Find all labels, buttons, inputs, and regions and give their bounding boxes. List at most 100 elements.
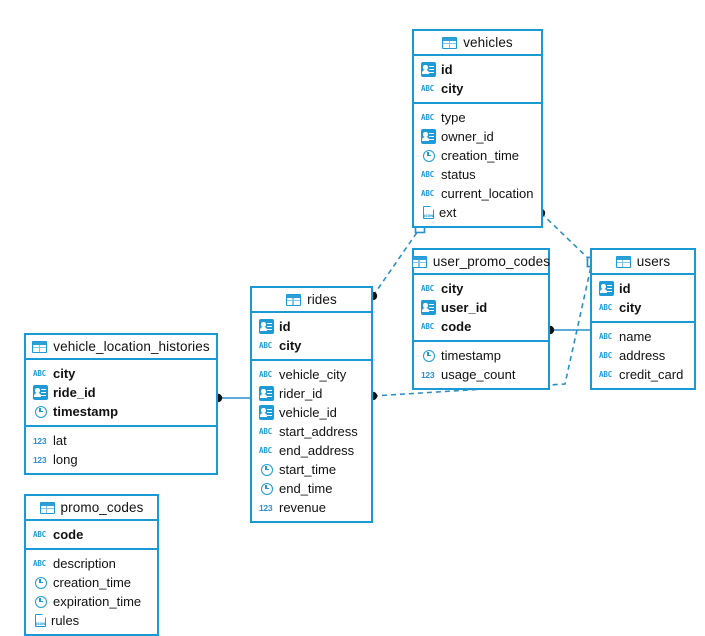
column-row-vehicle_city[interactable]: ABC vehicle_city [252,365,371,384]
column-name: rider_id [279,386,323,401]
table-grid-icon [411,255,427,268]
id-badge-icon [33,385,48,400]
primary-key-section: ABC city ride_id timestamp [26,360,216,427]
column-name: id [441,62,453,77]
clock-icon [422,149,435,162]
column-row-creation_time[interactable]: creation_time [414,146,541,165]
table-grid-icon [442,36,458,49]
table-name: vehicles [463,35,513,50]
abc-string-icon: ABC [33,369,46,378]
clock-icon [34,576,47,589]
abc-string-icon: ABC [421,84,434,93]
column-name: user_id [441,300,488,315]
abc-string-icon: ABC [599,351,612,360]
table-header-user_promo_codes[interactable]: user_promo_codes [411,250,550,275]
abc-string-icon: ABC [421,284,434,293]
column-row-lat[interactable]: 123 lat [26,431,216,450]
column-row-start_time[interactable]: start_time [252,460,371,479]
column-row-creation_time[interactable]: creation_time [26,573,157,592]
123-number-icon: 123 [259,503,273,513]
abc-string-icon: ABC [259,341,272,350]
table-name: users [636,254,671,269]
column-name: rules [51,613,80,628]
column-row-ext[interactable]: ext [414,203,541,222]
column-name: creation_time [53,575,132,590]
primary-key-row-timestamp[interactable]: timestamp [26,402,216,421]
primary-key-row-id[interactable]: id [414,60,541,79]
abc-string-icon: ABC [259,427,272,436]
abc-string-icon: ABC [421,189,434,198]
clock-icon [422,349,435,362]
table-header-rides[interactable]: rides [252,288,371,313]
table-header-vehicle_location_histories[interactable]: vehicle_location_histories [26,335,216,360]
column-row-end_time[interactable]: end_time [252,479,371,498]
primary-key-row-city[interactable]: ABC city [26,364,216,383]
column-name: city [619,300,642,315]
123-number-icon: 123 [33,436,47,446]
column-row-owner_id[interactable]: owner_id [414,127,541,146]
column-row-vehicle_id[interactable]: vehicle_id [252,403,371,422]
column-name: expiration_time [53,594,142,609]
column-name: id [619,281,631,296]
table-header-vehicles[interactable]: vehicles [414,31,541,56]
relationship-rides-to-users[interactable] [372,261,593,397]
abc-string-icon: ABC [259,370,272,379]
primary-key-row-user_id[interactable]: user_id [414,298,548,317]
table-header-users[interactable]: users [592,250,694,275]
column-name: city [441,81,464,96]
column-name: end_address [279,443,355,458]
column-name: city [53,366,76,381]
abc-string-icon: ABC [259,446,272,455]
primary-key-row-ride_id[interactable]: ride_id [26,383,216,402]
table-grid-icon [39,501,55,514]
column-name: lat [53,433,67,448]
column-row-rules[interactable]: rules [26,611,157,630]
relationship-vehicles-to-users[interactable] [540,212,593,263]
column-row-expiration_time[interactable]: expiration_time [26,592,157,611]
column-name: description [53,556,116,571]
primary-key-row-id[interactable]: id [252,317,371,336]
column-name: ext [439,205,457,220]
table-header-promo_codes[interactable]: promo_codes [26,496,157,521]
id-badge-icon [259,405,274,420]
relationship-rides-to-vehicles[interactable] [372,227,421,297]
column-name: name [619,329,652,344]
primary-key-row-city[interactable]: ABC city [414,79,541,98]
column-row-rider_id[interactable]: rider_id [252,384,371,403]
column-row-timestamp[interactable]: timestamp [414,346,548,365]
column-name: start_time [279,462,337,477]
abc-string-icon: ABC [421,170,434,179]
column-row-end_address[interactable]: ABC end_address [252,441,371,460]
column-name: timestamp [53,404,119,419]
id-badge-icon [259,386,274,401]
primary-key-row-id[interactable]: id [592,279,694,298]
column-name: type [441,110,466,125]
column-name: code [441,319,472,334]
column-name: vehicle_city [279,367,347,382]
